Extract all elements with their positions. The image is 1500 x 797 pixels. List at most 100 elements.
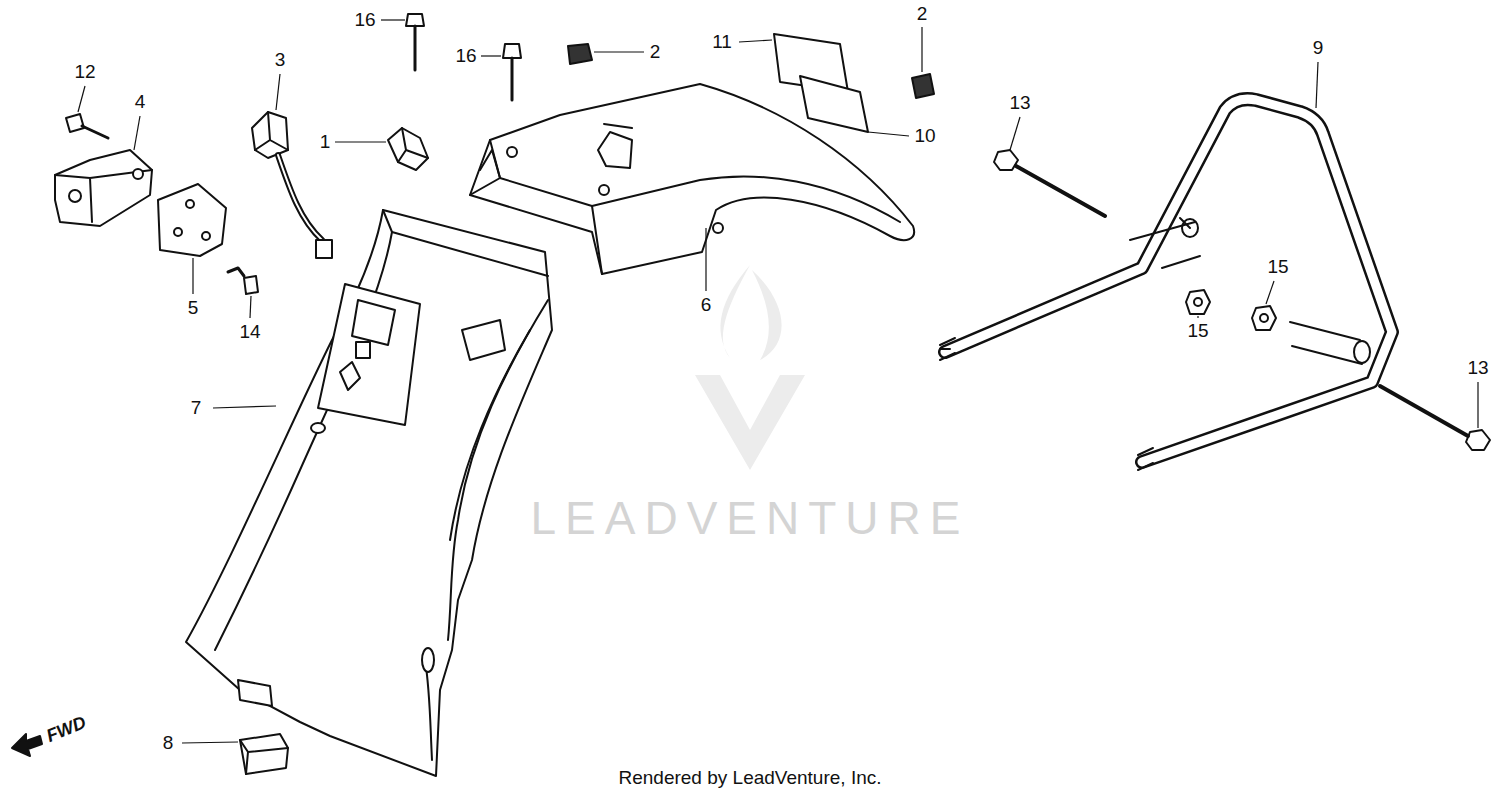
leader-line bbox=[213, 406, 276, 408]
fender-edge bbox=[383, 210, 548, 276]
callout-number: 9 bbox=[1311, 38, 1326, 59]
nut-hole bbox=[1260, 314, 1268, 322]
callout-number: 16 bbox=[352, 10, 377, 31]
callout-number: 15 bbox=[1265, 257, 1290, 278]
clip bbox=[240, 734, 288, 774]
screw-shaft bbox=[82, 126, 108, 138]
callout-number: 11 bbox=[710, 32, 734, 53]
bracket-edge bbox=[55, 170, 152, 222]
callout-number: 1 bbox=[318, 132, 333, 153]
plate-bracket bbox=[352, 300, 395, 345]
callout-number: 3 bbox=[273, 50, 288, 71]
switch bbox=[252, 112, 332, 258]
clip-body bbox=[240, 734, 288, 774]
callout-number: 13 bbox=[1465, 358, 1490, 379]
decal bbox=[774, 34, 868, 132]
fender-hole bbox=[311, 423, 325, 433]
rail-fork bbox=[940, 338, 955, 360]
screw-head bbox=[66, 114, 84, 132]
leader-line bbox=[192, 258, 193, 294]
leader-line bbox=[705, 228, 706, 291]
bolt bbox=[406, 14, 521, 100]
leader-line bbox=[1010, 117, 1020, 150]
leader-line bbox=[594, 51, 644, 52]
bolt-shaft bbox=[511, 58, 514, 100]
leader-line bbox=[1266, 281, 1274, 304]
nut-body bbox=[1252, 306, 1276, 330]
callout-number: 16 bbox=[453, 46, 478, 67]
leader-line bbox=[381, 19, 405, 20]
fender-hole bbox=[599, 185, 609, 195]
callout-number: 15 bbox=[1185, 321, 1210, 342]
leader-lines bbox=[78, 20, 1478, 743]
fender-hole bbox=[356, 342, 370, 358]
fender-hole bbox=[422, 648, 434, 672]
logo-v bbox=[695, 375, 805, 470]
switch-wire bbox=[278, 155, 322, 240]
fender-edge bbox=[470, 178, 500, 195]
nut-body bbox=[1186, 290, 1210, 314]
switch-wire bbox=[278, 155, 322, 240]
fender-outline bbox=[186, 210, 552, 776]
callout-number: 14 bbox=[237, 322, 262, 343]
logo-flame bbox=[752, 270, 782, 360]
rail-end bbox=[1182, 219, 1198, 237]
decal-sheet bbox=[800, 76, 868, 132]
leader-line bbox=[921, 27, 922, 72]
callout-number: 12 bbox=[72, 62, 97, 83]
fender-edge bbox=[592, 176, 900, 222]
rail-fork bbox=[1138, 448, 1153, 470]
rail-end bbox=[1354, 341, 1370, 363]
fender-edge bbox=[480, 150, 500, 178]
leader-line bbox=[1197, 316, 1198, 318]
clip-edge bbox=[240, 740, 288, 774]
fender-edge bbox=[604, 124, 632, 128]
leader-line bbox=[134, 116, 140, 150]
callout-number: 6 bbox=[699, 295, 714, 316]
bracket-body bbox=[55, 150, 152, 226]
fender-tab bbox=[238, 680, 272, 706]
plate-body bbox=[158, 184, 226, 256]
leader-line bbox=[1316, 62, 1318, 108]
bracket-hole bbox=[133, 169, 143, 179]
grommet-body bbox=[912, 74, 934, 98]
bolt-head bbox=[503, 44, 521, 58]
bolt-shaft bbox=[414, 26, 417, 70]
leader-line bbox=[250, 296, 251, 318]
callout-number: 7 bbox=[189, 398, 204, 419]
leader-line bbox=[276, 74, 280, 110]
rail-pipe bbox=[1290, 322, 1362, 364]
nut-hole bbox=[1194, 298, 1202, 306]
leader-line bbox=[78, 86, 85, 112]
switch-body bbox=[252, 112, 288, 158]
clip bbox=[388, 128, 428, 170]
callout-number: 13 bbox=[1007, 93, 1032, 114]
grommet-seat bbox=[598, 132, 632, 168]
leader-line bbox=[868, 132, 909, 136]
grommet bbox=[568, 44, 934, 98]
bolt-shaft bbox=[1380, 386, 1468, 436]
bolt-head bbox=[1466, 430, 1490, 450]
fender-edge bbox=[448, 300, 548, 640]
logo-flame bbox=[720, 265, 750, 358]
callout-number: 4 bbox=[133, 92, 148, 113]
direction-label: FWD bbox=[41, 712, 90, 747]
grommet-body bbox=[568, 44, 592, 64]
watermark-logo bbox=[695, 265, 805, 470]
callout-number: 8 bbox=[161, 733, 176, 754]
leader-line bbox=[182, 742, 238, 743]
bracket-hole bbox=[69, 190, 81, 202]
leader-line bbox=[481, 55, 501, 56]
leader-line bbox=[1477, 382, 1478, 428]
plate-hole bbox=[186, 200, 194, 208]
screw-shaft bbox=[228, 268, 244, 276]
plate-recess bbox=[318, 284, 420, 425]
plate bbox=[158, 184, 258, 294]
clip-edge bbox=[398, 128, 428, 162]
fender-edge bbox=[450, 330, 530, 540]
forward-arrow bbox=[12, 734, 42, 756]
fender-hole bbox=[340, 362, 360, 390]
clip-body bbox=[388, 128, 428, 170]
